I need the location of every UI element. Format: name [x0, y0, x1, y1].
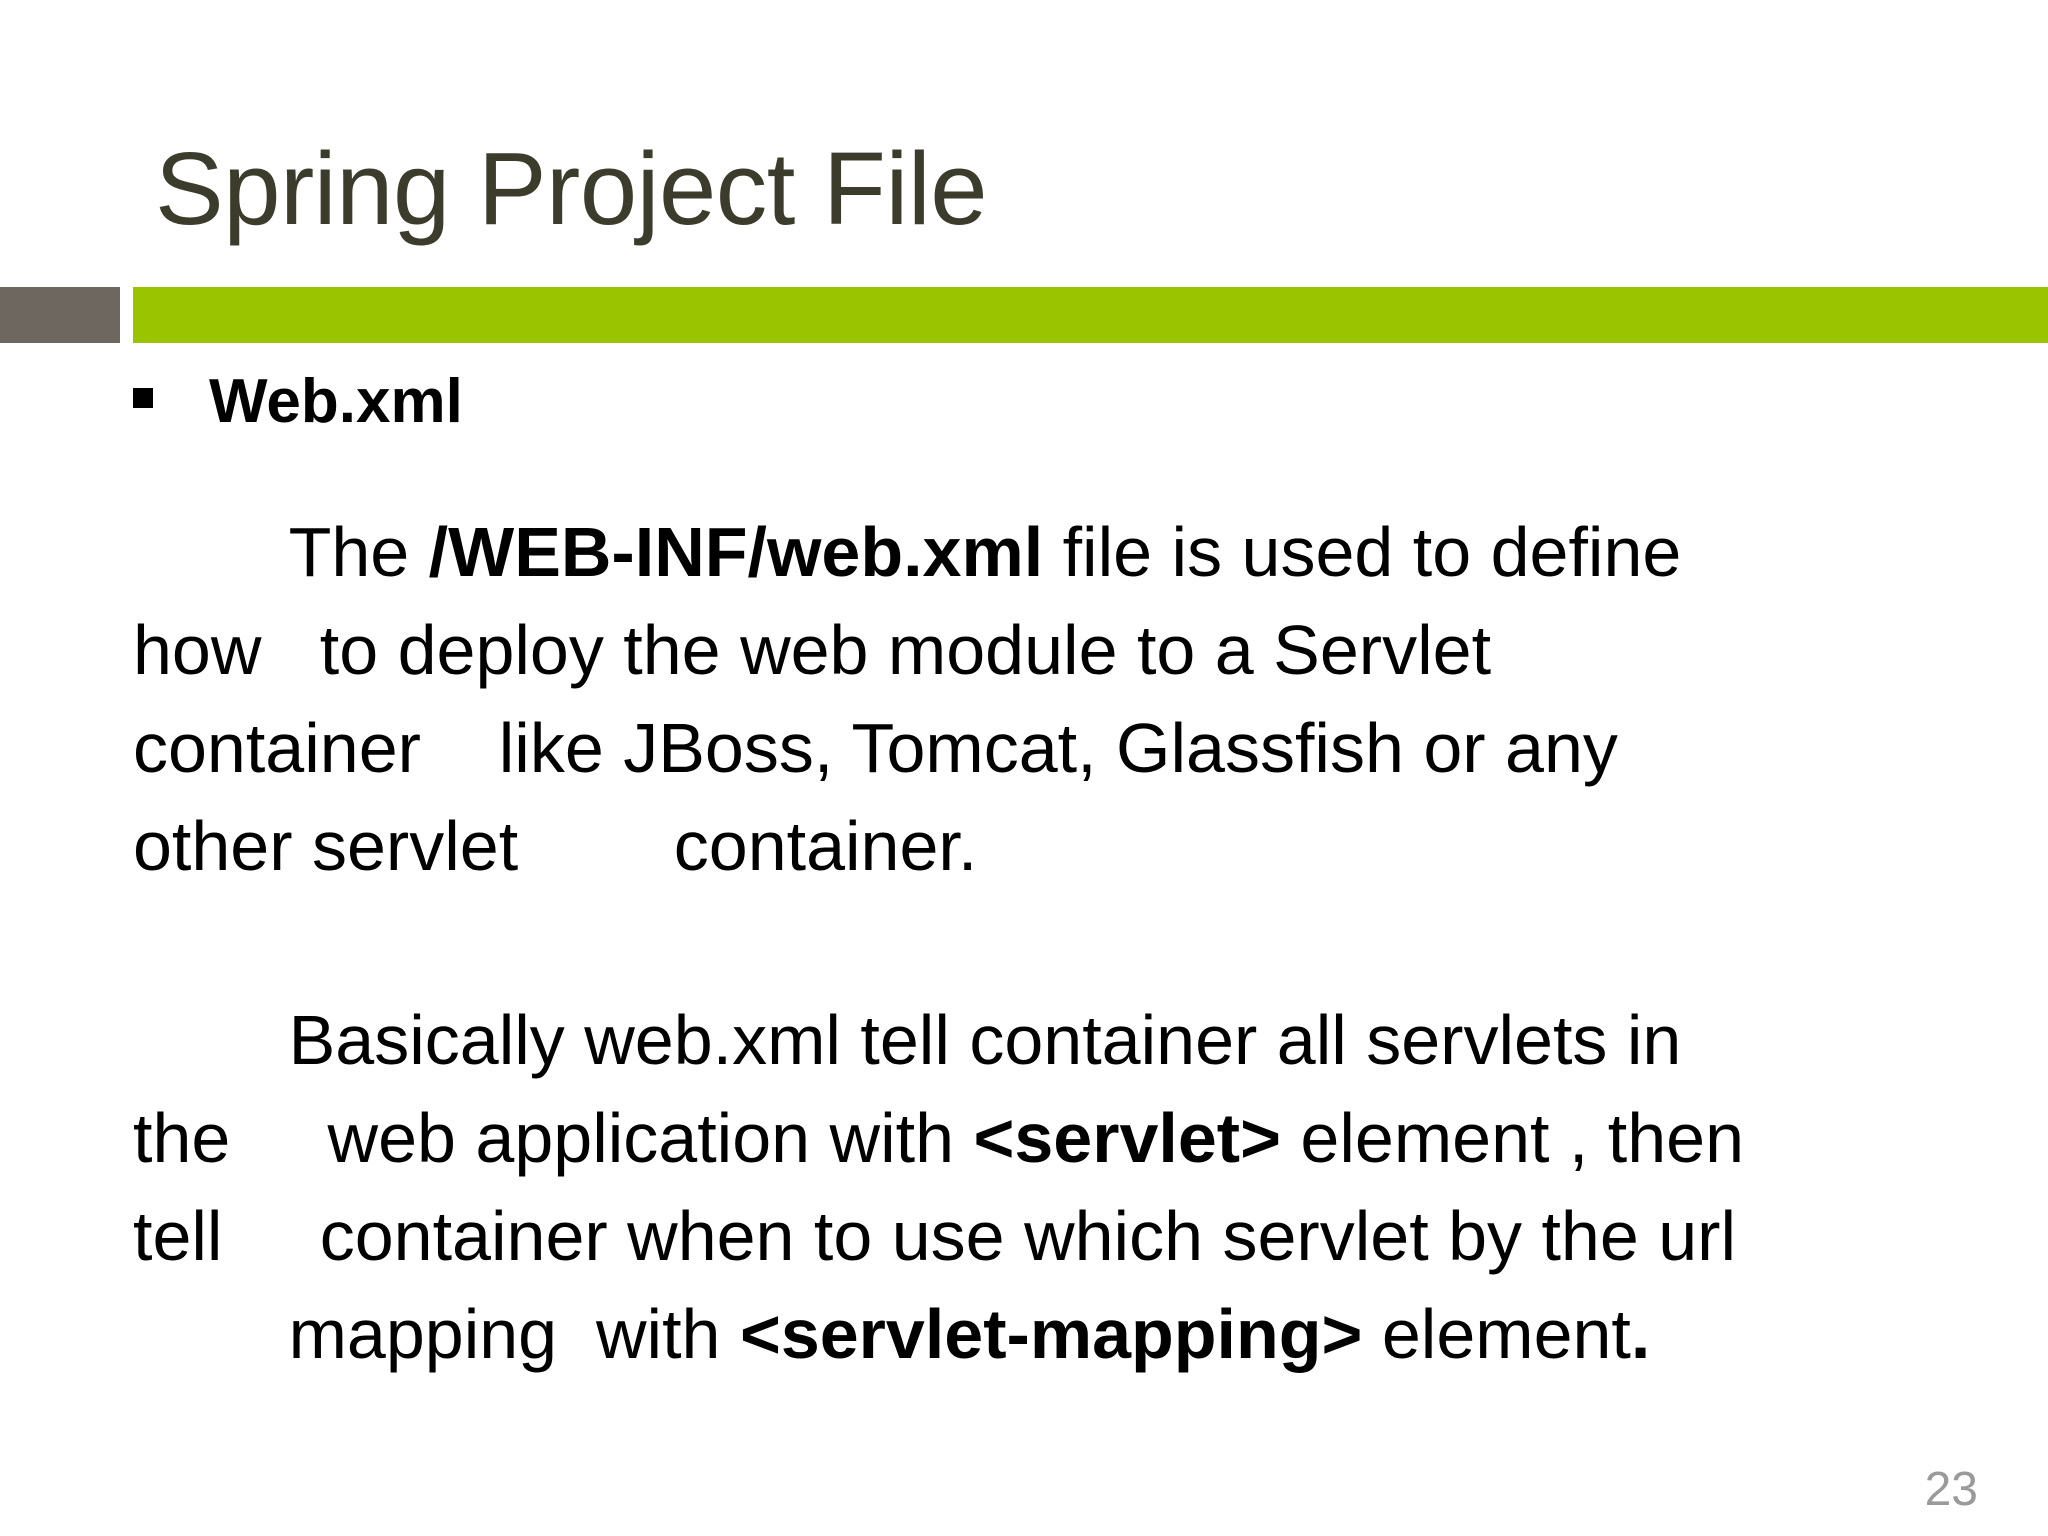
text-run: file is used to define how to deploy the…	[133, 513, 1682, 886]
bullet-item-label: Web.xml	[209, 367, 463, 436]
list-item: Web.xml	[133, 366, 1993, 437]
text-run: element , then tell container when to us…	[133, 1099, 1745, 1374]
square-bullet-icon	[133, 388, 153, 408]
text-run: element	[1362, 1295, 1631, 1374]
slide-body: Web.xml The /WEB-INF/web.xml file is use…	[133, 366, 1993, 1383]
text-run: Basically web.xml tell container all ser…	[133, 1001, 1682, 1178]
page-title: Spring Project File	[155, 131, 988, 246]
paragraph-web-xml-purpose: The /WEB-INF/web.xml file is used to def…	[133, 503, 1993, 895]
paragraph-servlet-mapping: Basically web.xml tell container all ser…	[133, 991, 1993, 1383]
divider-bar-green	[133, 287, 2048, 343]
emphasis-run: <servlet>	[973, 1099, 1281, 1178]
page-number: 23	[1924, 1463, 1978, 1516]
emphasis-run: /WEB-INF/web.xml	[428, 513, 1044, 592]
emphasis-run: <servlet-mapping>	[739, 1295, 1363, 1374]
emphasis-run: .	[1630, 1295, 1651, 1374]
text-run: The	[133, 513, 429, 592]
divider-bar-gray	[0, 287, 120, 343]
